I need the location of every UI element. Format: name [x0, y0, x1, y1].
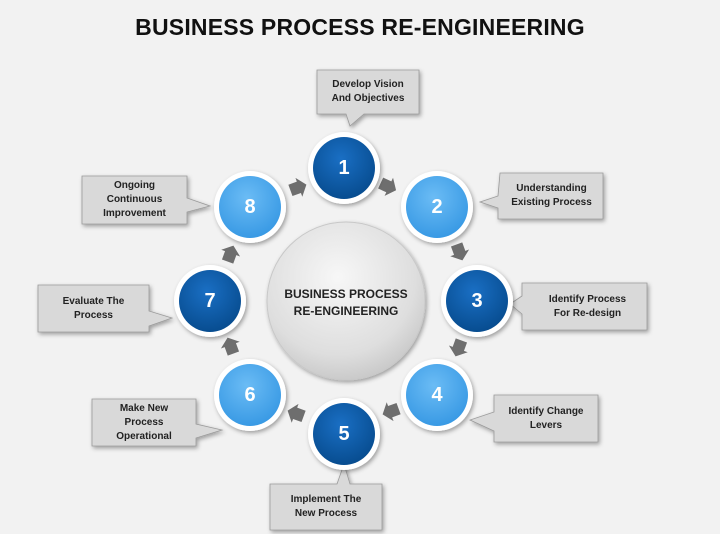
- step-2-line-1: Understanding: [516, 183, 587, 194]
- callout-box-2: [478, 172, 604, 220]
- callout-box-1: [316, 69, 420, 127]
- step-circle-4: [401, 359, 473, 431]
- step-number-8: 8: [244, 196, 256, 218]
- step-4-line-2: Levers: [529, 419, 563, 431]
- step-circle-5: [308, 398, 380, 470]
- arrow-1-to-2: [378, 177, 397, 196]
- arrow-5-to-6: [287, 403, 306, 423]
- center-label-line-2: RE-ENGINEERING: [293, 304, 399, 318]
- arrow-4-to-5: [382, 402, 401, 422]
- callout-box-3: [509, 282, 648, 331]
- arrow-8-to-1: [288, 177, 307, 197]
- center-label: BUSINESS PROCESS RE-ENGINEERING: [270, 286, 422, 320]
- step-circle-2: [401, 171, 473, 243]
- step-5-line-2: New Process: [294, 508, 358, 519]
- step-1-line-1: Develop Vision: [332, 79, 404, 90]
- arrow-2-to-3: [450, 242, 470, 261]
- step-7-line-2: Process: [74, 309, 113, 321]
- callout-box-8: [81, 175, 212, 225]
- arrow-7-to-8: [221, 245, 241, 264]
- step-3-line-2: For Re-design: [553, 307, 622, 319]
- callout-box-7: [37, 284, 174, 333]
- step-4-line-1: Identify Change: [508, 405, 584, 417]
- callout-box-6: [91, 398, 224, 447]
- callout-box-5: [269, 462, 383, 531]
- step-circle-6: [214, 359, 286, 431]
- step-8-line-1: Ongoing: [113, 180, 156, 191]
- callout-box-4: [468, 394, 599, 443]
- step-8-line-3: Improvement: [103, 208, 166, 219]
- step-6-line-3: Operational: [116, 430, 172, 442]
- center-label-line-1: BUSINESS PROCESS: [284, 287, 408, 301]
- step-1-line-2: And Objectives: [331, 93, 405, 104]
- step-6-line-1: Make New: [119, 402, 169, 414]
- center-circle: [266, 221, 426, 381]
- step-number-5: 5: [338, 423, 350, 445]
- step-number-1: 1: [338, 157, 350, 179]
- diagram-title: BUSINESS PROCESS RE-ENGINEERING: [135, 14, 585, 40]
- arrow-3-to-4: [448, 338, 468, 357]
- arrow-6-to-7: [220, 337, 240, 356]
- step-number-3: 3: [471, 290, 483, 312]
- step-circle-3: [441, 265, 513, 337]
- step-7-line-1: Evaluate The: [62, 295, 125, 307]
- step-number-4: 4: [431, 384, 443, 406]
- step-6-line-2: Process: [124, 416, 164, 428]
- step-number-7: 7: [204, 290, 216, 312]
- step-3-line-1: Identify Process: [548, 293, 627, 305]
- step-number-6: 6: [244, 384, 256, 406]
- step-5-line-1: Implement The: [290, 494, 362, 505]
- step-number-2: 2: [431, 196, 443, 218]
- step-8-line-2: Continuous: [106, 194, 163, 205]
- step-circle-8: [214, 171, 286, 243]
- step-circle-1: [308, 132, 380, 204]
- step-2-line-2: Existing Process: [511, 197, 592, 208]
- step-circle-7: [174, 265, 246, 337]
